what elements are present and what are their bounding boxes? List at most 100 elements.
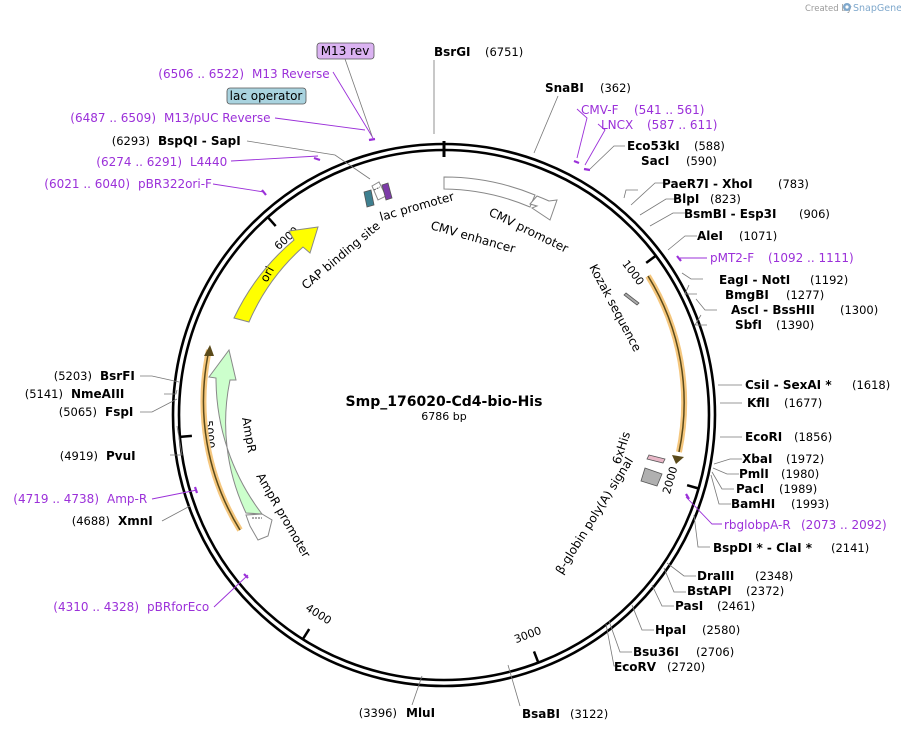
enzyme-bsabi[interactable]: BsaBI(3122) [522, 707, 608, 721]
enzyme-position: (362) [600, 81, 631, 95]
primer-m13-puc-reverse[interactable]: (6487 .. 6509) M13/pUC Reverse [70, 111, 270, 125]
enzyme-ecorv[interactable]: EcoRV(2720) [614, 660, 705, 674]
feature-ampr[interactable] [208, 348, 264, 515]
m13-rev-label: M13 rev [321, 44, 370, 58]
label-ori: ori [257, 264, 277, 284]
primer-pbrforeco-name: pBRforEco [147, 600, 209, 614]
enzyme-name: BlpI [673, 192, 699, 206]
feature-orf-arrow[interactable] [645, 274, 688, 464]
lac-operator-label: lac operator [230, 89, 303, 103]
primer-pbrforeco-range: (4310 .. 4328) [53, 600, 139, 614]
enzyme-position: (6293) [112, 134, 150, 148]
primer-pmt2-f-range: (1092 .. 1111) [768, 251, 854, 265]
feature-kozak-sequence[interactable] [623, 292, 640, 306]
enzyme-name: CsiI - SexAI * [745, 378, 832, 392]
feature-cmv-enhancer[interactable] [443, 176, 536, 208]
primer-cmv-f-name: CMV-F [581, 103, 619, 117]
enzyme-bspdi-clai[interactable]: BspDI * - ClaI *(2141) [713, 541, 869, 555]
enzyme-name: SacI [641, 154, 669, 168]
enzyme-kfli[interactable]: KflI(1677) [747, 396, 822, 410]
label-ampr: AmpR [239, 416, 259, 454]
enzyme-name: BmgBI [725, 288, 769, 302]
enzyme-hpai[interactable]: HpaI(2580) [655, 623, 740, 637]
enzyme-position: (5203) [54, 369, 92, 383]
enzyme-name: FspI [105, 405, 133, 419]
enzyme-ecori[interactable]: EcoRI(1856) [745, 430, 832, 444]
primer-pbr322ori-f-range: (6021 .. 6040) [44, 177, 130, 191]
enzyme-bsrgi[interactable]: BsrGI(6751) [434, 45, 523, 59]
enzyme-blpi[interactable]: BlpI (823) [673, 192, 741, 206]
enzyme-snabi[interactable]: SnaBI(362) [545, 81, 631, 95]
primer-l4440[interactable]: (6274 .. 6291) L4440 [96, 155, 227, 169]
enzyme-eagi-noti[interactable]: EagI - NotI(1192) [719, 273, 848, 287]
enzyme-xbai[interactable]: XbaI(1972) [742, 452, 824, 466]
primer-lncx[interactable]: LNCX (587 .. 611) [601, 118, 717, 132]
enzyme-position: (1390) [776, 318, 814, 332]
enzyme-position: (6751) [485, 45, 523, 59]
enzyme-bsu36i[interactable]: Bsu36I(2706) [633, 645, 734, 659]
enzyme-leader-lines [140, 60, 742, 707]
lac-operator-box[interactable]: lac operator [226, 87, 307, 105]
enzyme-pmli[interactable]: PmlI(1980) [739, 467, 819, 481]
enzyme-name: BspDI * - ClaI * [713, 541, 813, 555]
primer-pbrforeco[interactable]: (4310 .. 4328) pBRforEco [53, 600, 209, 614]
plasmid-size: 6786 bp [421, 410, 466, 423]
enzyme-saci[interactable]: SacI (590) [641, 154, 717, 168]
enzyme-eco53ki[interactable]: Eco53kI(588) [627, 139, 725, 153]
enzyme-bamhi[interactable]: BamHI(1993) [731, 497, 829, 511]
feature-ori[interactable] [233, 226, 319, 323]
tick-label: 2000 [660, 465, 680, 496]
feature-lac-operator-block[interactable] [381, 182, 393, 201]
enzyme-bsrfi[interactable]: (5203)BsrFI [54, 369, 135, 383]
feature-cap-binding-site[interactable] [363, 189, 375, 208]
enzyme-bspqi-sapi[interactable]: (6293) BspQI - SapI [112, 134, 241, 148]
enzyme-nmeaiii[interactable]: (5141)NmeAIII [25, 387, 125, 401]
snapgene-credit: Created by SnapGene [805, 3, 901, 14]
feature-cmv-promoter[interactable] [529, 195, 558, 221]
primer-l4440-range: (6274 .. 6291) [96, 155, 182, 169]
enzyme-alei[interactable]: AleI(1071) [697, 229, 777, 243]
primer-cmv-f[interactable]: CMV-F (541 .. 561) [581, 103, 704, 117]
enzyme-name: Bsu36I [633, 645, 679, 659]
enzyme-name: AleI [697, 229, 723, 243]
enzyme-bstapi[interactable]: BstAPI(2372) [687, 584, 784, 598]
primer-leader-lines [151, 71, 722, 608]
enzyme-name: HpaI [655, 623, 686, 637]
enzyme-position: (823) [710, 192, 741, 206]
feature-ampr-orf-outline[interactable] [200, 345, 243, 532]
enzyme-name: BstAPI [687, 584, 732, 598]
enzyme-pasi[interactable]: PasI(2461) [675, 599, 755, 613]
enzyme-position: (5141) [25, 387, 63, 401]
feature-6xhis-tag[interactable] [646, 454, 666, 464]
primer-site-marks [193, 137, 690, 579]
primer-m13-reverse[interactable]: (6506 .. 6522) M13 Reverse [158, 67, 329, 81]
m13-rev-box[interactable]: M13 rev [316, 42, 375, 60]
enzyme-name: EcoRI [745, 430, 782, 444]
enzyme-name: BspQI - SapI [158, 134, 241, 148]
tick-mark [532, 650, 540, 664]
primer-amp-r[interactable]: (4719 .. 4738) Amp-R [13, 492, 147, 506]
enzyme-paer7i-xhoi[interactable]: PaeR7I - XhoI(783) [662, 177, 809, 191]
feature-beta-globin-polya[interactable] [640, 467, 663, 487]
enzyme-bsmbi-esp3i[interactable]: BsmBI - Esp3I(906) [684, 207, 830, 221]
enzyme-csii-sexai[interactable]: CsiI - SexAI *(1618) [745, 378, 890, 392]
enzyme-mlui[interactable]: (3396)MluI [359, 706, 435, 720]
enzyme-pvui[interactable]: (4919)PvuI [60, 449, 136, 463]
enzyme-draiii[interactable]: DraIII(2348) [697, 569, 793, 583]
feature-ampr-promoter[interactable] [245, 513, 273, 541]
enzyme-xmni[interactable]: (4688)XmnI [72, 514, 153, 528]
enzyme-position: (590) [686, 154, 717, 168]
tick-mark [645, 254, 657, 264]
primer-pbr322ori-f[interactable]: (6021 .. 6040) pBR322ori-F [44, 177, 212, 191]
primer-pmt2-f[interactable]: pMT2-F (1092 .. 1111) [710, 251, 854, 265]
tick-mark [686, 483, 699, 490]
enzyme-paci[interactable]: PacI(1989) [736, 482, 817, 496]
enzyme-sbfi[interactable]: SbfI(1390) [735, 318, 814, 332]
enzyme-name: PacI [736, 482, 764, 496]
enzyme-name: XbaI [742, 452, 772, 466]
primer-rbglobpa-r[interactable]: rbglobpA-R (2073 .. 2092) [724, 518, 887, 532]
enzyme-fspi[interactable]: (5065)FspI [59, 405, 134, 419]
enzyme-bmgbi[interactable]: BmgBI(1277) [725, 288, 824, 302]
primer-rbglobpa-r-range: (2073 .. 2092) [801, 518, 887, 532]
enzyme-asci-bsshii[interactable]: AscI - BssHII(1300) [731, 303, 878, 317]
